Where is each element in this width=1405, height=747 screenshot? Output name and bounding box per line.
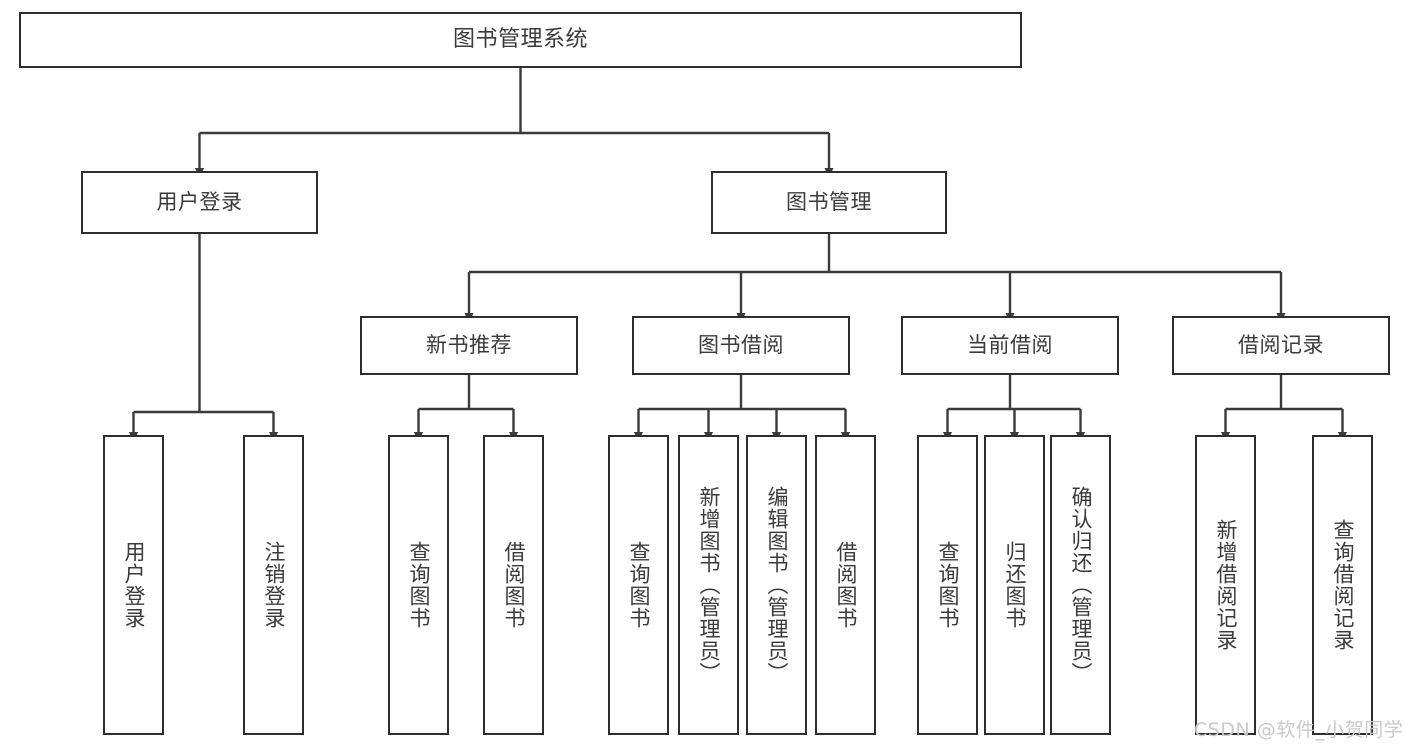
node-label: 当前借阅 xyxy=(967,333,1053,358)
node-label: 借阅图书 xyxy=(502,541,526,629)
node-leaf_11[interactable]: 新增借阅记录 xyxy=(1195,435,1256,735)
node-leaf_4[interactable]: 查询图书 xyxy=(608,435,669,735)
node-l2_0[interactable]: 用户登录 xyxy=(81,171,318,234)
node-root[interactable]: 图书管理系统 xyxy=(19,12,1022,68)
node-label: 用户登录 xyxy=(156,190,243,215)
edge-paths xyxy=(129,68,1347,442)
node-leaf_1[interactable]: 注销登录 xyxy=(243,435,304,735)
node-label: 确认归还（管理员） xyxy=(1069,486,1093,684)
node-leaf_0[interactable]: 用户登录 xyxy=(103,435,164,735)
node-leaf_2[interactable]: 查询图书 xyxy=(388,435,449,735)
node-label: 查询借阅记录 xyxy=(1331,519,1355,651)
node-leaf_5[interactable]: 新增图书（管理员） xyxy=(678,435,739,735)
node-leaf_10[interactable]: 确认归还（管理员） xyxy=(1050,435,1111,735)
node-label: 图书借阅 xyxy=(698,333,784,358)
node-l3_2[interactable]: 当前借阅 xyxy=(901,316,1119,375)
node-leaf_8[interactable]: 查询图书 xyxy=(917,435,978,735)
node-l2_1[interactable]: 图书管理 xyxy=(711,171,947,234)
node-label: 借阅图书 xyxy=(834,541,858,629)
node-label: 查询图书 xyxy=(936,541,960,629)
node-label: 归还图书 xyxy=(1003,541,1027,629)
node-label: 新书推荐 xyxy=(426,333,512,358)
node-l3_3[interactable]: 借阅记录 xyxy=(1172,316,1390,375)
node-leaf_6[interactable]: 编辑图书（管理员） xyxy=(746,435,807,735)
node-label: 查询图书 xyxy=(407,541,431,629)
node-label: 新增图书（管理员） xyxy=(697,486,721,684)
node-label: 编辑图书（管理员） xyxy=(765,486,789,684)
node-l3_1[interactable]: 图书借阅 xyxy=(632,316,850,375)
node-l3_0[interactable]: 新书推荐 xyxy=(360,316,578,375)
node-label: 注销登录 xyxy=(262,541,286,629)
node-leaf_9[interactable]: 归还图书 xyxy=(984,435,1045,735)
node-label: 新增借阅记录 xyxy=(1214,519,1238,651)
node-label: 图书管理系统 xyxy=(452,27,588,53)
node-leaf_12[interactable]: 查询借阅记录 xyxy=(1312,435,1373,735)
node-label: 用户登录 xyxy=(122,541,146,629)
node-leaf_7[interactable]: 借阅图书 xyxy=(815,435,876,735)
node-label: 图书管理 xyxy=(786,190,872,215)
node-label: 借阅记录 xyxy=(1238,333,1324,358)
node-label: 查询图书 xyxy=(627,541,651,629)
node-leaf_3[interactable]: 借阅图书 xyxy=(483,435,544,735)
